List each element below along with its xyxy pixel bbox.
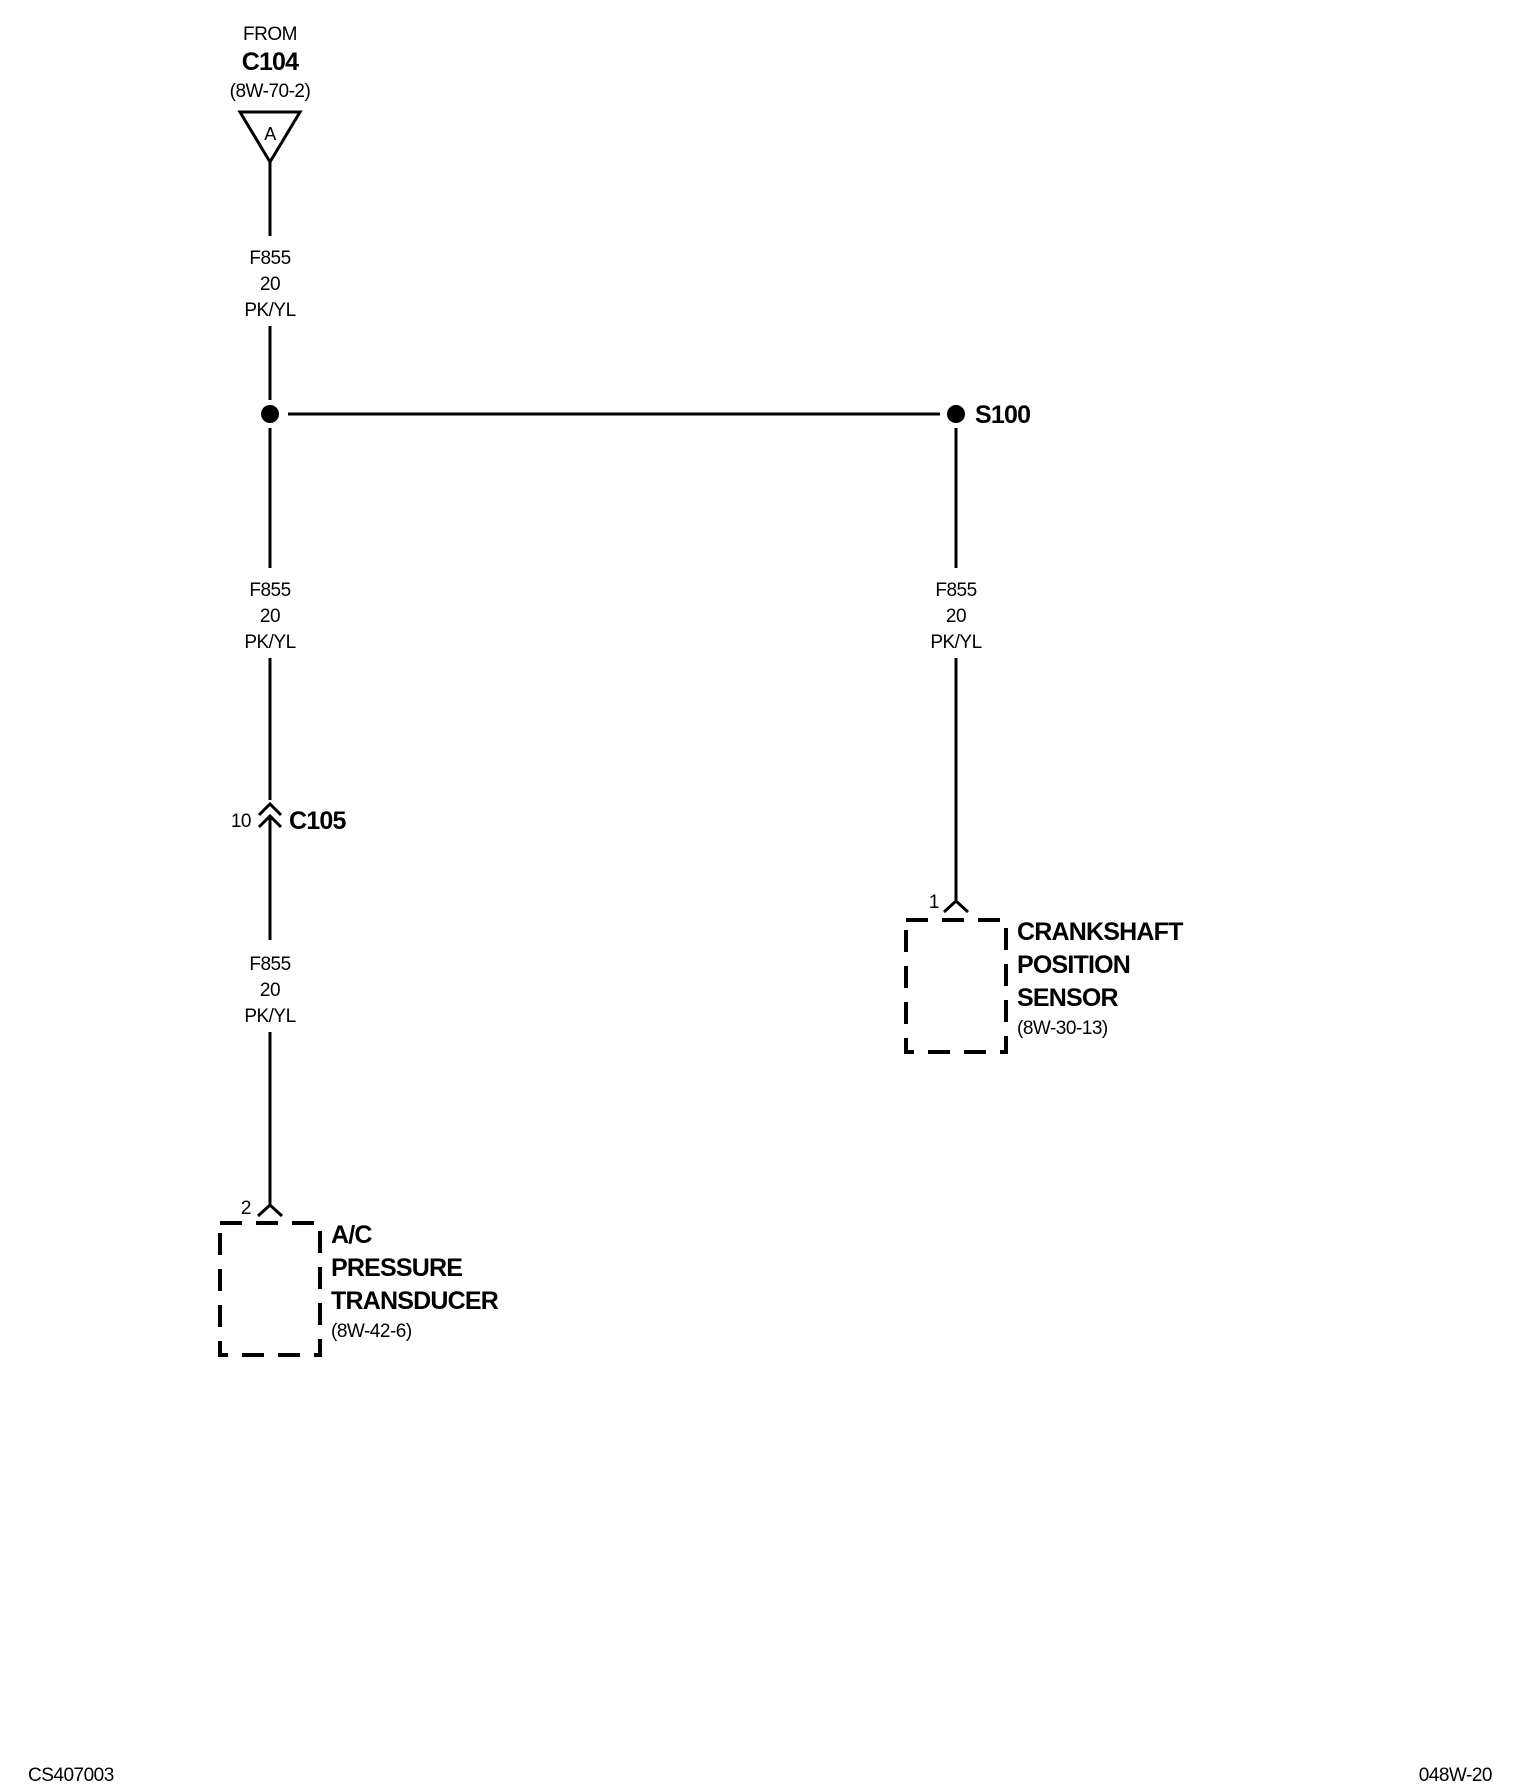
ac-transducer-line3: TRANSDUCER — [331, 1287, 499, 1315]
crank-sensor-pin-icon — [942, 898, 970, 914]
wire-left-low-color: PK/YL — [244, 1006, 295, 1027]
wire-left-mid-gauge: 20 — [260, 606, 280, 627]
inline-connector-pin: 10 — [231, 811, 251, 832]
wire-left-mid-color: PK/YL — [244, 632, 295, 653]
inline-connector-chevron-icon — [257, 801, 283, 829]
ac-transducer-line2: PRESSURE — [331, 1254, 462, 1282]
crank-sensor-pin: 1 — [929, 892, 939, 913]
wire-left-mid-circuit: F855 — [249, 580, 290, 601]
source-pin-letter: A — [264, 124, 276, 144]
source-page-ref: (8W-70-2) — [230, 81, 311, 102]
wire-right-gauge: 20 — [946, 606, 966, 627]
wire-right-circuit: F855 — [935, 580, 976, 601]
ac-transducer-pin-icon — [256, 1202, 284, 1218]
wire-top-circuit: F855 — [249, 248, 290, 269]
inline-connector-name: C105 — [289, 807, 346, 835]
wire-top-gauge: 20 — [260, 274, 280, 295]
crank-sensor-line2: POSITION — [1017, 951, 1130, 979]
splice-dot — [947, 405, 965, 423]
crank-sensor-line3: SENSOR — [1017, 984, 1119, 1012]
from-label: FROM — [243, 24, 297, 45]
footer-left-code: CS407003 — [28, 1765, 114, 1786]
crank-sensor-line1: CRANKSHAFT — [1017, 918, 1183, 946]
wire-right-color: PK/YL — [930, 632, 981, 653]
splice-name: S100 — [975, 401, 1030, 429]
junction-dot — [261, 405, 279, 423]
ac-transducer-box — [218, 1221, 322, 1357]
ac-transducer-pin: 2 — [241, 1198, 251, 1219]
footer-right-code: 048W-20 — [1419, 1765, 1492, 1786]
wire-left-low-circuit: F855 — [249, 954, 290, 975]
crank-sensor-box — [904, 918, 1008, 1054]
ac-transducer-ref: (8W-42-6) — [331, 1321, 412, 1342]
source-connector-name: C104 — [242, 48, 299, 76]
source-connector-triangle-icon — [237, 110, 303, 165]
crank-sensor-ref: (8W-30-13) — [1017, 1018, 1108, 1039]
ac-transducer-line1: A/C — [331, 1221, 372, 1249]
wire-left-low-gauge: 20 — [260, 980, 280, 1001]
wire-top-color: PK/YL — [244, 300, 295, 321]
